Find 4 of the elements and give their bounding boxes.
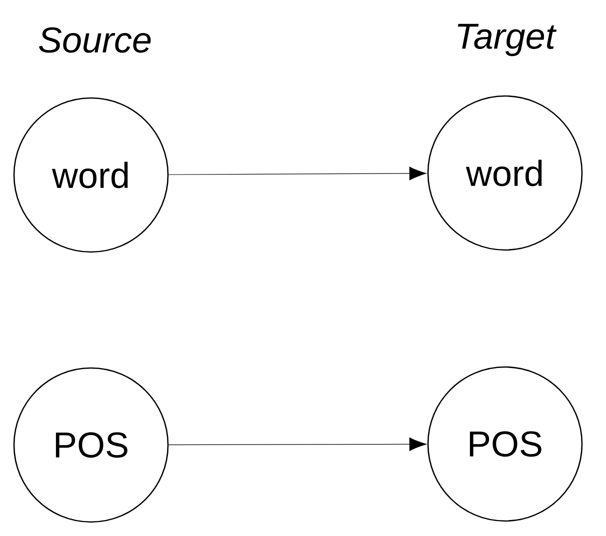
column-heading: Target <box>458 24 557 56</box>
column-heading: Source <box>39 27 151 53</box>
arrow <box>168 437 426 451</box>
arrow <box>168 166 426 180</box>
